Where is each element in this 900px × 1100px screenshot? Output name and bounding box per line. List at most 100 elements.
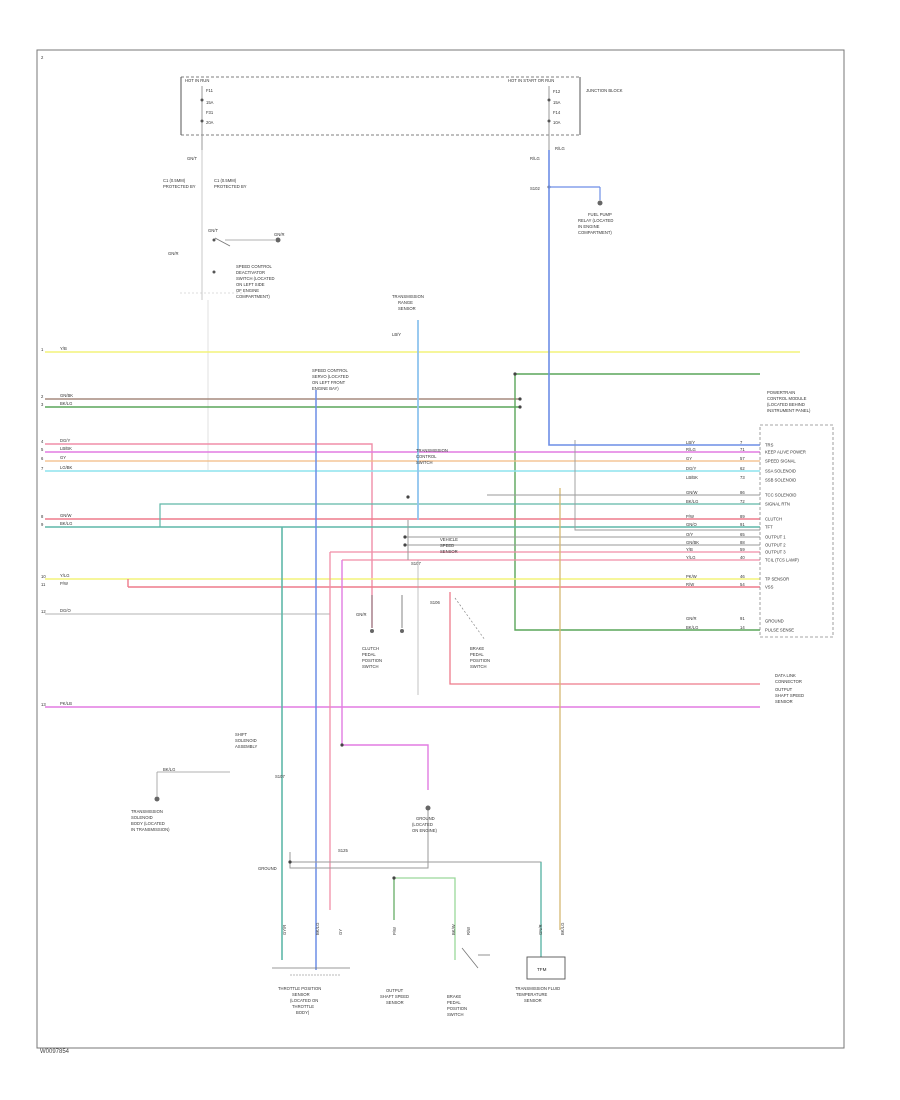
- pcm-pin-wire: GN/R: [686, 616, 696, 621]
- left-wire-num: 6: [41, 456, 44, 461]
- svg-text:BODY): BODY): [296, 1010, 310, 1015]
- pcm-pin-label: TCIL (TCS LAMP): [765, 558, 799, 563]
- svg-text:BRAKE: BRAKE: [470, 646, 484, 651]
- splice-dot: [403, 535, 407, 539]
- svg-text:ON LEFT SIDE: ON LEFT SIDE: [236, 282, 265, 287]
- svg-text:VEHICLE: VEHICLE: [440, 537, 458, 542]
- splice-dot: [518, 405, 522, 409]
- left-lower-components: SHIFT SOLENOID ASSEMBLY BK/LG TRANSMISSI…: [131, 732, 285, 832]
- svg-text:F12: F12: [553, 89, 561, 94]
- pcm-pin-num: 65: [740, 532, 745, 537]
- pcm-pin-wire: BK/LG: [686, 625, 698, 630]
- left-wire-label: DG/O: [60, 608, 71, 613]
- pcm-pin-wire: LB/Y: [686, 440, 695, 445]
- pcm-pin-wire: GN/W: [686, 490, 697, 495]
- pcm-pin-num: 40: [740, 555, 745, 560]
- svg-text:GN/T: GN/T: [208, 228, 218, 233]
- left-wire-num: 8: [41, 514, 44, 519]
- svg-text:POSITION: POSITION: [362, 658, 382, 663]
- wire-gray-bottom: [290, 861, 542, 960]
- svg-text:TRANSMISSION: TRANSMISSION: [416, 448, 448, 453]
- svg-text:FUEL PUMP: FUEL PUMP: [588, 212, 612, 217]
- wire-magenta-drop: [341, 560, 429, 790]
- left-wire-num: 1: [41, 347, 44, 352]
- svg-text:S125: S125: [338, 848, 348, 853]
- pcm-pin-wire: GN/O: [686, 522, 697, 527]
- svg-text:15A: 15A: [206, 100, 214, 105]
- top-left-connector: HOT IN RUN F11 15A F31 20A GN/T: [180, 76, 580, 161]
- svg-text:COMPARTMENT): COMPARTMENT): [236, 294, 270, 299]
- svg-text:OUTPUT: OUTPUT: [386, 988, 404, 993]
- tfm-box-text: TFM: [537, 967, 547, 972]
- pcm-pin-wire: R/LG: [686, 447, 696, 452]
- svg-text:SWITCH (LOCATED: SWITCH (LOCATED: [236, 276, 275, 281]
- svg-text:RANGE: RANGE: [398, 300, 413, 305]
- svg-text:F14: F14: [553, 110, 561, 115]
- svg-text:GY/R: GY/R: [282, 925, 287, 935]
- pcm-pin-wire: BK/LG: [686, 499, 698, 504]
- left-wire-num: 3: [41, 402, 44, 407]
- svg-text:C1 (0.5MM): C1 (0.5MM): [214, 178, 237, 183]
- pcm-pin-label: SIGNAL RTN: [765, 502, 790, 507]
- svg-text:GN/R: GN/R: [274, 232, 284, 237]
- pcm-pin-label: GROUND: [765, 619, 784, 624]
- svg-text:GN/R: GN/R: [356, 612, 366, 617]
- svg-text:SHIFT: SHIFT: [235, 732, 248, 737]
- splice-dot: [403, 543, 407, 547]
- pcm-pin-wire: O/Y: [686, 532, 693, 537]
- left-wire-label: Y/B: [60, 346, 67, 351]
- svg-text:CONTROL MODULE: CONTROL MODULE: [767, 396, 807, 401]
- left-wire-num: 10: [41, 574, 46, 579]
- svg-text:OUTPUT: OUTPUT: [775, 687, 793, 692]
- svg-text:(LOCATED: (LOCATED: [412, 822, 433, 827]
- wire-layer: [45, 150, 800, 970]
- pcm-pin-wire: R/W: [686, 582, 694, 587]
- svg-text:INSTRUMENT PANEL): INSTRUMENT PANEL): [767, 408, 811, 413]
- pcm-pin-wire: Y/LG: [686, 555, 696, 560]
- svg-text:BRAKE: BRAKE: [447, 994, 461, 999]
- splice-dot: [392, 876, 396, 880]
- diagram-border: [36, 49, 845, 1049]
- top-right-connector: HOT IN START OR RUN JUNCTION BLOCK F12 1…: [508, 77, 623, 151]
- svg-text:S107: S107: [411, 561, 421, 566]
- pcm-pin-num: 54: [740, 582, 745, 587]
- svg-text:DEACTIVATOR: DEACTIVATOR: [236, 270, 265, 275]
- svg-text:TRANSMISSION: TRANSMISSION: [392, 294, 424, 299]
- pcm-pin-num: 73: [740, 475, 745, 480]
- wire-gray-loop: [574, 440, 760, 531]
- splice-dot: [518, 397, 522, 401]
- svg-text:RELAY (LOCATED: RELAY (LOCATED: [578, 218, 613, 223]
- svg-text:SENSOR: SENSOR: [524, 998, 542, 1003]
- svg-text:POSITION: POSITION: [447, 1006, 467, 1011]
- svg-text:COMPARTMENT): COMPARTMENT): [578, 230, 612, 235]
- svg-text:BODY (LOCATED: BODY (LOCATED: [131, 821, 165, 826]
- svg-text:PEDAL: PEDAL: [470, 652, 484, 657]
- svg-text:TRANSMISSION FLUID: TRANSMISSION FLUID: [515, 986, 560, 991]
- svg-text:PROTECTED BY: PROTECTED BY: [163, 184, 196, 189]
- svg-text:LB/Y: LB/Y: [392, 332, 401, 337]
- left-wire-label: LB/BK: [60, 446, 72, 451]
- pcm-pin-label: OUTPUT 3: [765, 550, 786, 555]
- pcm-pin-label: VSS: [765, 585, 774, 590]
- left-wire-num: 11: [41, 582, 46, 587]
- pcm-pin-num: 46: [740, 574, 745, 579]
- svg-text:SENSOR: SENSOR: [386, 1000, 404, 1005]
- left-wire-label: Y/LG: [60, 573, 70, 578]
- svg-text:THROTTLE: THROTTLE: [292, 1004, 314, 1009]
- pcm-pin-wire: PK/W: [686, 574, 697, 579]
- left-wire-num: 12: [41, 609, 46, 614]
- left-wire-label: DG/Y: [60, 438, 70, 443]
- svg-text:BK/LG: BK/LG: [315, 923, 320, 935]
- svg-text:C1 (0.5MM): C1 (0.5MM): [163, 178, 186, 183]
- pcm-pin-num: 71: [740, 447, 745, 452]
- svg-text:JUNCTION BLOCK: JUNCTION BLOCK: [586, 88, 623, 93]
- left-wire-label: P/W: [60, 581, 68, 586]
- svg-text:GN/R: GN/R: [168, 251, 178, 256]
- svg-text:SENSOR: SENSOR: [775, 699, 793, 704]
- svg-text:GN/T: GN/T: [187, 156, 197, 161]
- pcm-pin-label: SSB SOLENOID: [765, 478, 796, 483]
- pcm-pin-wire: P/W: [686, 514, 694, 519]
